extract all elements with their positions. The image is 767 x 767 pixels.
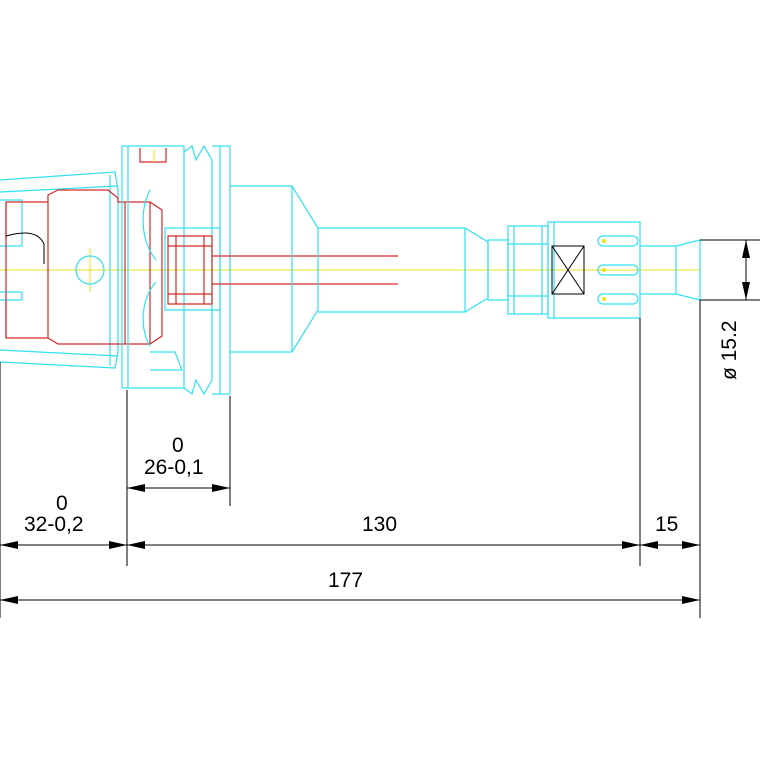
dim-32-tol-upper: 0 xyxy=(56,492,68,515)
dim-26-value: 26-0,1 xyxy=(144,456,204,479)
dimension-lines xyxy=(0,239,760,618)
shank xyxy=(230,185,489,353)
dim-130-value: 130 xyxy=(362,513,397,536)
dim-26-tol-upper: 0 xyxy=(172,434,184,457)
clamp-nut xyxy=(164,227,398,311)
holder-body-left xyxy=(0,171,119,369)
dim-177-value: 177 xyxy=(328,569,363,592)
dim-15-value: 15 xyxy=(655,513,678,536)
holder-inner-left xyxy=(5,189,163,345)
dim-diameter-value: ø 15.2 xyxy=(718,320,741,380)
dim-32-value: 32-0,2 xyxy=(24,513,84,536)
tool-head xyxy=(547,221,701,319)
centerline xyxy=(0,248,700,292)
